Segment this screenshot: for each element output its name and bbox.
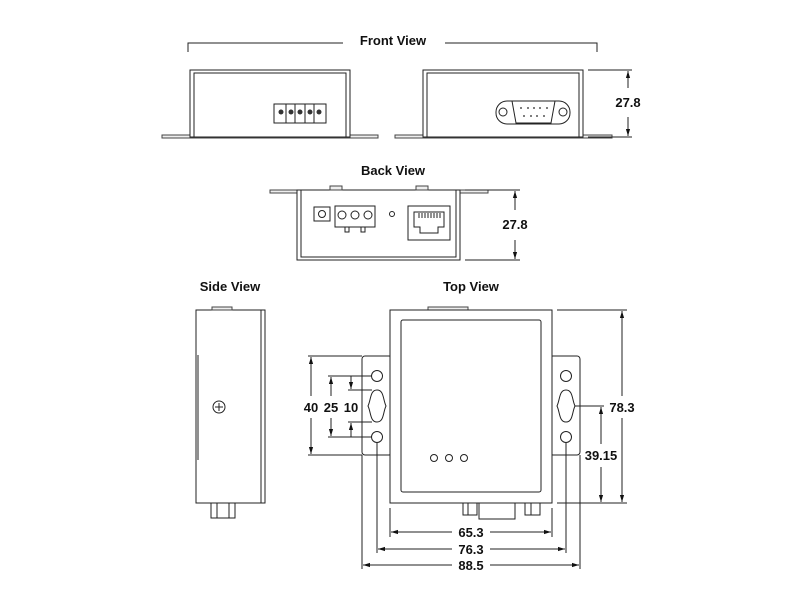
left-mounting-flange: [361, 355, 393, 456]
terminal-block-5pin: [273, 103, 327, 124]
dimension-10: 10: [344, 376, 372, 437]
dimension-40-label: 40: [304, 400, 318, 415]
screw-icon: [212, 400, 226, 414]
status-leds: [430, 454, 468, 462]
db9-connector: [495, 100, 571, 125]
top-db9-connector: [462, 502, 541, 520]
dimension-88-5: 88.5: [361, 455, 581, 573]
terminal-block-3pin: [334, 205, 376, 233]
back-height-label: 27.8: [502, 217, 527, 232]
side-connector: [210, 502, 236, 519]
back-height-dimension: 27.8: [465, 189, 528, 261]
dimension-78-3-label: 78.3: [609, 400, 634, 415]
dimension-39-15: 39.15: [575, 405, 618, 502]
rj45-port: [407, 205, 451, 241]
front-view-left-unit: [161, 69, 379, 139]
dimension-25: 25: [324, 375, 372, 438]
dimension-10-label: 10: [344, 400, 358, 415]
dimension-65-3: 65.3: [389, 508, 553, 540]
side-view: Side View: [195, 279, 266, 519]
front-view-right-unit: [394, 69, 613, 139]
dimension-78-3: 78.3: [557, 309, 635, 504]
front-height-label: 27.8: [615, 95, 640, 110]
front-view-label: Front View: [360, 33, 427, 48]
dimension-88-5-label: 88.5: [458, 558, 483, 573]
back-view-label: Back View: [361, 163, 426, 178]
dc-power-jack: [313, 206, 331, 222]
side-view-label: Side View: [200, 279, 261, 294]
top-view: Top View 40: [304, 279, 635, 573]
dimension-25-label: 25: [324, 400, 338, 415]
led-indicator: [389, 211, 395, 217]
front-view-bracket: [187, 42, 598, 52]
dimension-65-3-label: 65.3: [458, 525, 483, 540]
front-view: Front View: [161, 33, 641, 139]
front-height-dimension: 27.8: [588, 69, 641, 138]
dimension-76-3-label: 76.3: [458, 542, 483, 557]
dimension-76-3: 76.3: [376, 443, 567, 557]
top-view-label: Top View: [443, 279, 500, 294]
dimension-39-15-label: 39.15: [585, 448, 618, 463]
dimension-40: 40: [304, 355, 362, 456]
back-view: Back View 27.8: [269, 163, 528, 261]
